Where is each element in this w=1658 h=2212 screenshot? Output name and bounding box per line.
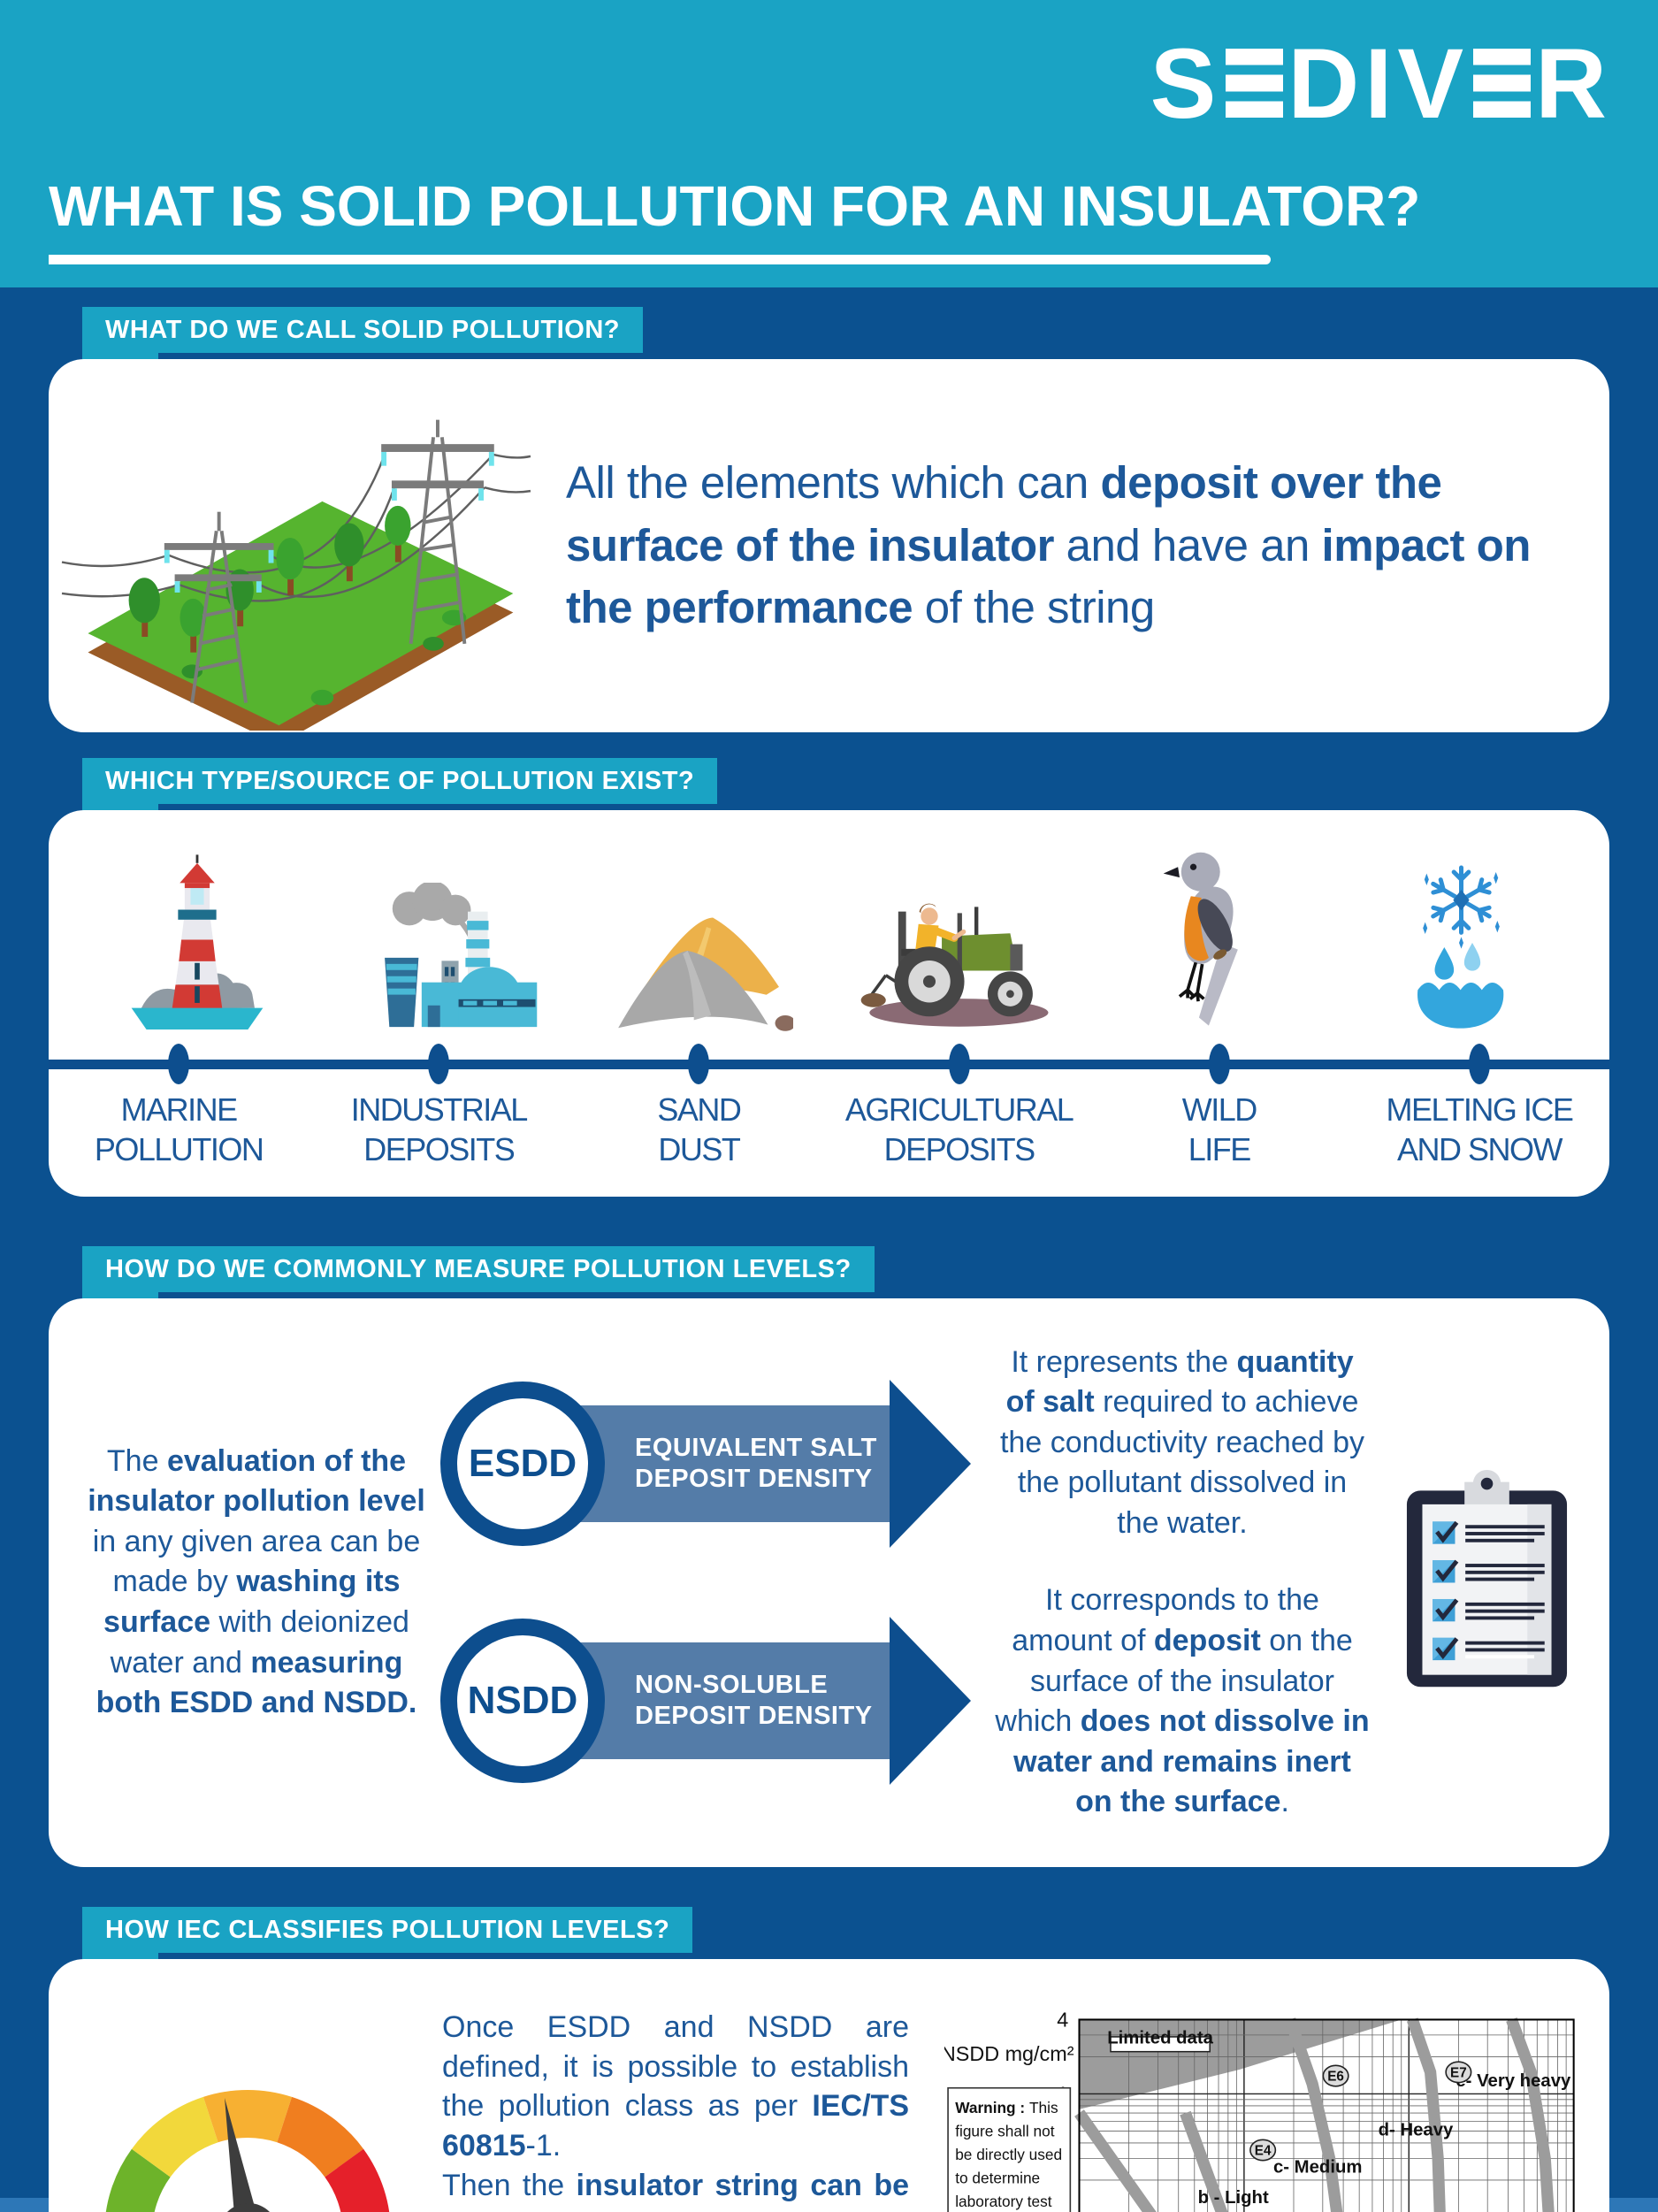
page-title: WHAT IS SOLID POLLUTION FOR AN INSULATOR… xyxy=(49,174,1421,238)
svg-text:c- Medium: c- Medium xyxy=(1273,2157,1363,2177)
power-line-illustration xyxy=(57,357,535,745)
gauge-illustration xyxy=(84,1994,433,2212)
svg-text:d- Heavy: d- Heavy xyxy=(1379,2120,1454,2139)
tractor-icon xyxy=(861,903,1049,1027)
nsdd-band: NON-SOLUBLE DEPOSIT DENSITY xyxy=(550,1642,890,1760)
iec-classification-text: Once ESDD and NSDD are defined, it is po… xyxy=(433,1994,944,2212)
section4-card: Once ESDD and NSDD are defined, it is po… xyxy=(49,1958,1609,2212)
source-cell xyxy=(577,905,829,1031)
snowflake-icon xyxy=(1417,865,1503,1029)
measure-pills: ESDD EQUIVALENT SALT DEPOSIT DENSITY NSD… xyxy=(433,1380,971,1786)
svg-text:E7: E7 xyxy=(1450,2065,1467,2080)
esdd-pill: ESDD EQUIVALENT SALT DEPOSIT DENSITY xyxy=(440,1380,971,1549)
nsdd-pill: NSDD NON-SOLUBLE DEPOSIT DENSITY xyxy=(440,1617,971,1786)
timeline-dot xyxy=(1468,1044,1490,1084)
section3-card: The evaluation of the insulator pollutio… xyxy=(49,1297,1609,1867)
svg-text:E4: E4 xyxy=(1255,2143,1272,2158)
content: WHAT DO WE CALL SOLID POLLUTION? xyxy=(0,287,1658,2212)
svg-text:NSDD mg/cm²: NSDD mg/cm² xyxy=(944,2042,1074,2065)
factory-icon xyxy=(384,883,537,1028)
source-cell xyxy=(1081,841,1334,1031)
pollution-gauge-icon xyxy=(105,2089,390,2212)
source-icons-row xyxy=(49,828,1609,1031)
iec-chart-container: Limited data0,0010,010,110,010,114NSDD m… xyxy=(944,1994,1592,2212)
solid-pollution-definition: All the elements which can deposit over … xyxy=(566,457,1531,633)
section-solid-pollution-definition: WHAT DO WE CALL SOLID POLLUTION? xyxy=(49,307,1609,745)
source-cell xyxy=(71,831,324,1031)
nsdd-description: It corresponds to the amount of deposit … xyxy=(995,1583,1370,1819)
svg-text:e- Very heavy: e- Very heavy xyxy=(1456,2071,1571,2091)
esdd-arrow-icon xyxy=(890,1380,971,1549)
section2-badge: WHICH TYPE/SOURCE OF POLLUTION EXIST? xyxy=(82,758,718,804)
iec-pollution-class-chart: Limited data0,0010,010,110,010,114NSDD m… xyxy=(944,2008,1575,2212)
svg-text:Limited data: Limited data xyxy=(1107,2028,1213,2047)
nsdd-circle: NSDD xyxy=(440,1619,605,1784)
timeline-dot xyxy=(1208,1044,1230,1084)
esdd-circle: ESDD xyxy=(440,1382,605,1547)
section1-card: All the elements which can deposit over … xyxy=(49,357,1609,745)
timeline-dot xyxy=(428,1044,450,1084)
svg-text:E6: E6 xyxy=(1327,2069,1344,2084)
section4-badge: HOW IEC CLASSIFIES POLLUTION LEVELS? xyxy=(82,1906,693,1953)
pylon xyxy=(190,511,248,703)
timeline-dot xyxy=(948,1044,970,1084)
timeline-dot xyxy=(688,1044,710,1084)
source-cell xyxy=(829,884,1081,1031)
esdd-description: It represents the quantity of salt requi… xyxy=(999,1344,1365,1540)
sand-piles-icon xyxy=(618,917,794,1031)
section3-badge: HOW DO WE COMMONLY MEASURE POLLUTION LEV… xyxy=(82,1245,875,1292)
checklist-clipboard-icon xyxy=(1406,1470,1567,1688)
title-underline xyxy=(49,255,1271,264)
nsdd-arrow-icon xyxy=(890,1617,971,1786)
bird-icon xyxy=(1163,852,1239,1026)
section1-badge: WHAT DO WE CALL SOLID POLLUTION? xyxy=(82,307,643,353)
timeline-line xyxy=(49,1060,1609,1069)
section-pollution-sources: WHICH TYPE/SOURCE OF POLLUTION EXIST? xyxy=(49,758,1609,1197)
source-cell xyxy=(324,883,577,1031)
svg-text:b - Light: b - Light xyxy=(1198,2188,1269,2208)
clipboard-illustration xyxy=(1390,1468,1583,1696)
lighthouse-icon xyxy=(131,854,264,1030)
power-line-landscape-icon xyxy=(61,419,531,745)
measure-descriptions: It represents the quantity of salt requi… xyxy=(971,1343,1390,1823)
section-iec-classification: HOW IEC CLASSIFIES POLLUTION LEVELS? xyxy=(49,1906,1609,2212)
svg-text:4: 4 xyxy=(1057,2008,1068,2031)
section-measure-pollution: HOW DO WE COMMONLY MEASURE POLLUTION LEV… xyxy=(49,1245,1609,1867)
timeline-dot xyxy=(168,1044,190,1084)
iec-paragraph-1: Once ESDD and NSDD are defined, it is po… xyxy=(442,2009,909,2163)
source-timeline xyxy=(49,1044,1609,1086)
esdd-band: EQUIVALENT SALT DEPOSIT DENSITY xyxy=(550,1405,890,1523)
iec-paragraph-2: Then the insulator string can be designe… xyxy=(442,2169,909,2212)
measurement-intro: The evaluation of the insulator pollutio… xyxy=(88,1443,425,1720)
source-cell xyxy=(1334,854,1587,1031)
